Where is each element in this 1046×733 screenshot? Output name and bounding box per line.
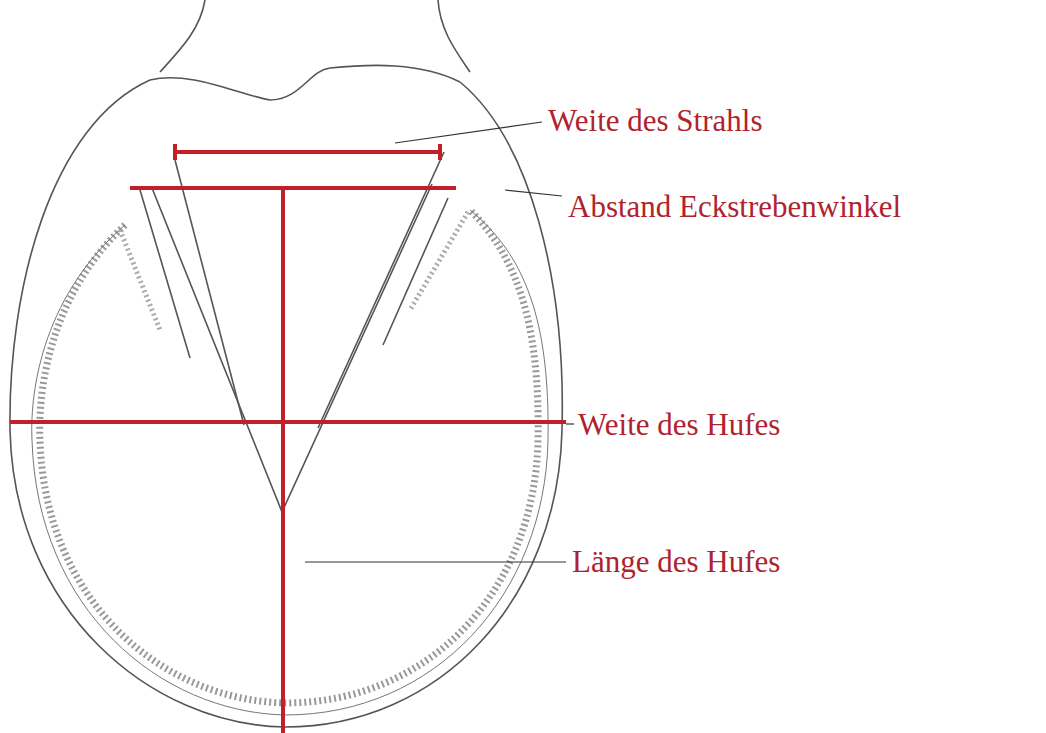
heel-bulbs bbox=[150, 65, 460, 100]
pastern-line bbox=[160, 0, 205, 72]
pastern-line bbox=[438, 0, 470, 72]
measurement-label: Länge des Hufes bbox=[570, 545, 782, 579]
bar bbox=[120, 230, 160, 330]
frog-groove bbox=[318, 152, 444, 428]
white-line bbox=[40, 210, 538, 703]
frog-groove bbox=[175, 160, 244, 425]
leader-line bbox=[505, 190, 562, 196]
measurement-label: Weite des Hufes bbox=[576, 408, 782, 442]
leader-line bbox=[395, 122, 542, 143]
bar bbox=[140, 190, 190, 358]
frog-width-line bbox=[175, 150, 440, 154]
bar-angle-line bbox=[130, 186, 456, 190]
hoof-wall bbox=[10, 80, 562, 727]
measurement-label: Weite des Strahls bbox=[546, 104, 764, 138]
leader-line bbox=[566, 423, 574, 424]
dimension-tick bbox=[173, 144, 177, 160]
white-line-edge bbox=[32, 210, 548, 715]
bar bbox=[383, 198, 448, 345]
leader-line bbox=[305, 561, 566, 562]
bar bbox=[410, 212, 468, 310]
dimension-tick bbox=[438, 144, 442, 160]
hoof-width-line bbox=[10, 420, 566, 424]
measurement-label: Abstand Eckstrebenwinkel bbox=[566, 190, 903, 224]
hoof-length-line bbox=[281, 188, 285, 733]
